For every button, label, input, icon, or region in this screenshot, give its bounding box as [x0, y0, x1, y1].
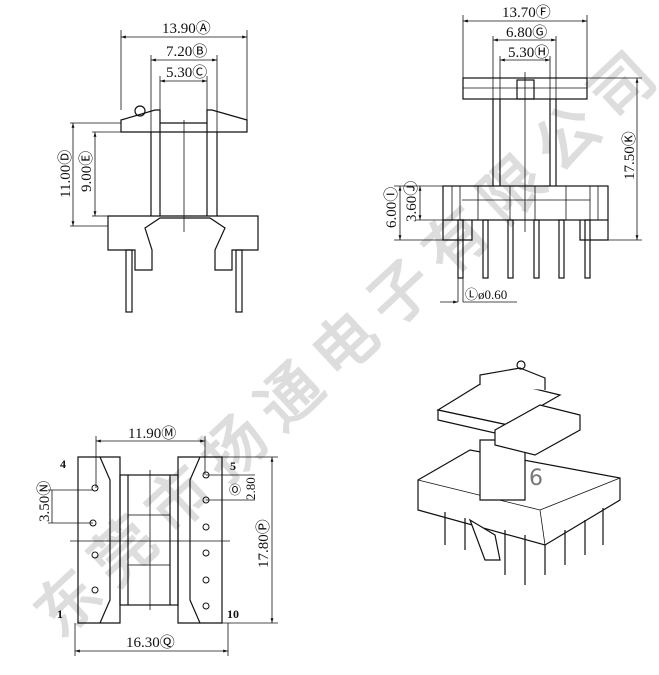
dim-h-label: 5.30Ⓗ [508, 44, 549, 61]
dim-f-label: 13.70Ⓕ [502, 4, 551, 21]
dim-o-value: 2.80 [243, 477, 258, 500]
pin-label-5: 5 [230, 459, 236, 473]
dim-b-label: 7.20Ⓑ [166, 43, 207, 60]
dim-m-label: 11.90Ⓜ [128, 425, 176, 442]
dim-l-label: Ⓛø0.60 [465, 287, 507, 302]
watermark-text: 东莞市扬通电子有限公司 [20, 38, 659, 651]
dim-k-label: 17.50Ⓚ [621, 131, 638, 180]
dim-p-label: 17.80Ⓟ [255, 519, 272, 568]
dim-g-label: 6.80Ⓖ [506, 24, 547, 41]
dim-a-label: 13.90Ⓐ [162, 20, 211, 37]
side-view: 13.70Ⓕ 6.80Ⓖ 5.30Ⓗ 17.50Ⓚ 6.00Ⓘ 3.60Ⓙ Ⓛø… [383, 4, 642, 304]
dim-j-label: 3.60Ⓙ [403, 181, 420, 222]
dim-d-label: 11.00Ⓓ [57, 150, 74, 198]
dim-e-label: 9.00Ⓔ [78, 151, 95, 192]
dim-o-label: Ⓞ [229, 483, 241, 497]
front-view: 13.90Ⓐ 7.20Ⓑ 5.30Ⓒ 11.00Ⓓ 9.00Ⓔ [57, 20, 259, 313]
dim-q-label: 16.30Ⓠ [126, 634, 175, 651]
pin-label-1: 1 [57, 607, 63, 621]
pin-label-10: 10 [227, 607, 239, 621]
bottom-view: 11.90Ⓜ 3.50Ⓝ Ⓞ 2.80 17.80Ⓟ 16.30Ⓠ 4 5 1 … [36, 425, 278, 656]
pin-label-4: 4 [60, 457, 66, 471]
dim-n-label: 3.50Ⓝ [36, 481, 53, 522]
isometric-view: 6 [417, 360, 621, 585]
dim-i-label: 6.00Ⓘ [383, 187, 400, 228]
iso-view-label: 6 [529, 466, 543, 491]
dim-c-label: 5.30Ⓒ [166, 64, 207, 81]
